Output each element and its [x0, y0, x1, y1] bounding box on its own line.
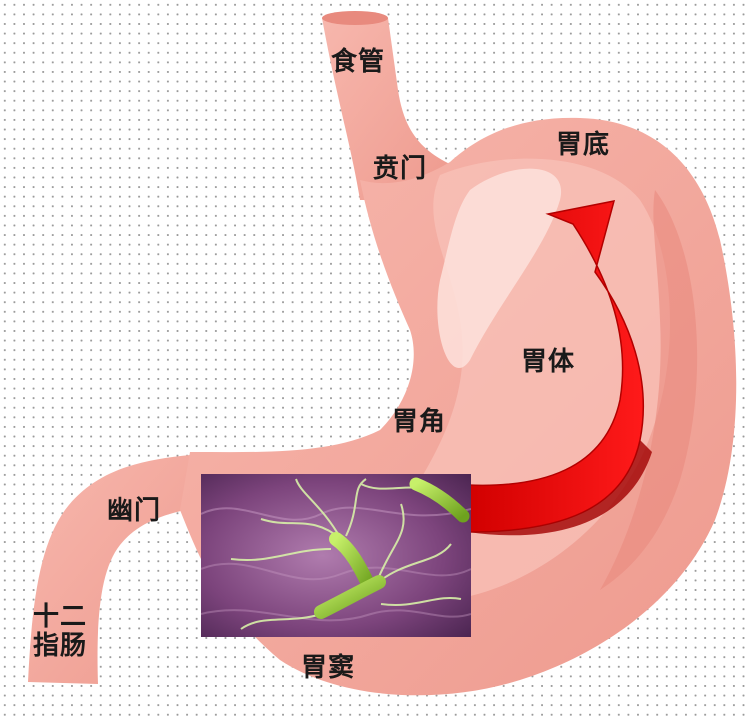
label-cardia: 贲门: [373, 154, 428, 184]
label-duodenum-line1: 十二: [33, 602, 88, 632]
label-duodenum-line2: 指肠: [33, 630, 88, 661]
stomach-highlight: [437, 168, 562, 369]
label-esophagus: 食管: [331, 47, 386, 77]
label-fundus: 胃底: [556, 130, 611, 160]
arrow-tail-shadow: [468, 440, 652, 536]
curved-arrow-icon: [467, 200, 644, 533]
stomach-right-shade: [600, 190, 698, 590]
label-angle: 胃角: [392, 407, 447, 437]
esophagus-opening: [322, 11, 388, 25]
label-antrum: 胃窦: [301, 653, 356, 683]
bacteria-illustration: [201, 474, 471, 637]
helicobacter-pylori-image: [201, 474, 471, 637]
label-body: 胃体: [521, 347, 576, 377]
esophagus-shape: [322, 18, 452, 200]
duodenum-shape: [28, 455, 210, 684]
label-duodenum: 十二 指肠: [33, 603, 87, 660]
label-pylorus: 幽门: [107, 496, 162, 526]
